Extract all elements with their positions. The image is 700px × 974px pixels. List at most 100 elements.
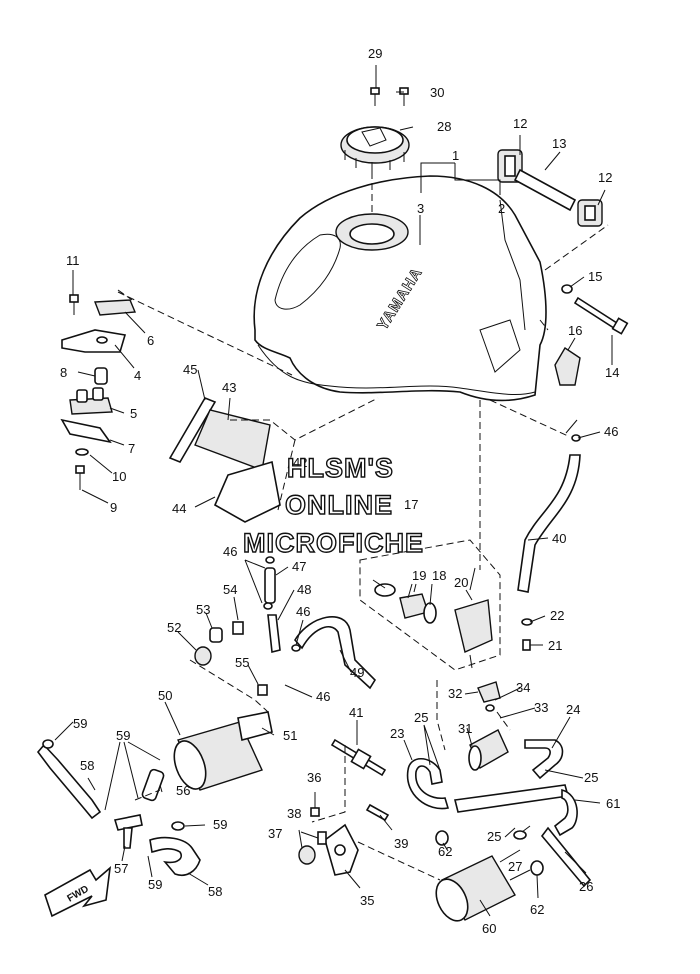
clamp-62-right (530, 860, 544, 876)
callout-12-left: 12 (513, 116, 527, 131)
callout-43: 43 (222, 380, 236, 395)
callout-4: 4 (134, 368, 141, 383)
callout-16: 16 (568, 323, 582, 338)
hose-26 (540, 826, 592, 888)
callout-51: 51 (283, 728, 297, 743)
callout-30: 30 (430, 85, 444, 100)
damper-5 (69, 387, 113, 415)
callout-46-mid: 46 (296, 604, 310, 619)
callout-24: 24 (566, 702, 580, 717)
watermark-line-2: ONLINE (285, 490, 393, 520)
callout-14: 14 (605, 365, 619, 380)
hose-49 (291, 616, 377, 690)
callout-27: 27 (508, 859, 522, 874)
callout-41: 41 (349, 705, 363, 720)
side-cover-43 (194, 409, 271, 471)
callout-52: 52 (167, 620, 181, 635)
callout-55: 55 (235, 655, 249, 670)
callout-19: 19 (412, 568, 426, 583)
hose-23 (406, 757, 450, 810)
collar-8 (94, 367, 108, 385)
callout-23: 23 (390, 726, 404, 741)
callout-22: 22 (550, 608, 564, 623)
clamp-62-left (435, 830, 449, 846)
forward-arrow-icon: FWD (44, 866, 112, 918)
callout-8: 8 (60, 365, 67, 380)
hose-61 (454, 784, 578, 837)
callout-31: 31 (458, 721, 472, 736)
bolt-41 (330, 738, 387, 777)
watermark-line-3: MICROFICHE (243, 528, 424, 558)
callout-46-upper: 46 (223, 544, 237, 559)
callout-40: 40 (552, 531, 566, 546)
clamp-27 (513, 830, 527, 840)
damper-12-left (497, 149, 523, 183)
bolt-39 (365, 803, 390, 822)
callout-10: 10 (112, 469, 126, 484)
callout-39: 39 (394, 836, 408, 851)
callout-34: 34 (516, 680, 530, 695)
filter-31 (468, 729, 509, 771)
damper-52 (194, 646, 212, 666)
callout-58-bottom: 58 (208, 884, 222, 899)
watermark: HLSM'S ONLINE MICROFICHE (242, 452, 424, 558)
callout-6: 6 (147, 333, 154, 348)
side-cover-45 (168, 397, 217, 463)
bracket-6 (94, 299, 137, 316)
bolt-36 (310, 807, 320, 817)
callout-11: 11 (66, 253, 80, 268)
bolt-11 (69, 294, 79, 315)
fuel-tank: YAMAHA (253, 175, 547, 402)
bracket-4 (61, 329, 127, 353)
callout-59-left: 59 (73, 716, 87, 731)
callout-17: 17 (404, 497, 418, 512)
callout-35: 35 (360, 893, 374, 908)
collar-13 (513, 168, 577, 212)
hose-24 (524, 739, 564, 780)
hose-47-48 (263, 556, 281, 653)
callout-37: 37 (268, 826, 282, 841)
callout-32: 32 (448, 686, 462, 701)
callout-28: 28 (437, 119, 451, 134)
hose-56 (141, 768, 165, 802)
callout-15: 15 (588, 269, 602, 284)
callout-25-top: 25 (414, 710, 428, 725)
callout-labels: 1 2 3 4 5 6 7 8 9 10 11 12 12 13 14 15 1… (60, 46, 620, 936)
hose-58-bottom (149, 821, 201, 876)
bracket-16 (554, 347, 581, 386)
callout-33: 33 (534, 700, 548, 715)
callout-57: 57 (114, 861, 128, 876)
callout-25-right: 25 (584, 770, 598, 785)
callout-54: 54 (223, 582, 237, 597)
fuel-cock-assembly (359, 539, 533, 671)
side-cover-44 (213, 460, 281, 523)
washer-15 (561, 284, 573, 294)
callout-60: 60 (482, 921, 496, 936)
collar-38 (317, 831, 327, 845)
callout-48: 48 (297, 582, 311, 597)
callout-42: 42 (293, 455, 307, 470)
callout-53: 53 (196, 602, 210, 617)
callout-47: 47 (292, 559, 306, 574)
hose-40 (517, 434, 581, 593)
bolt-9 (75, 465, 85, 490)
callout-7: 7 (128, 441, 135, 456)
callout-36: 36 (307, 770, 321, 785)
callout-1: 1 (452, 148, 459, 163)
fuel-cap (340, 126, 410, 215)
callout-56: 56 (176, 783, 190, 798)
callout-12-right: 12 (598, 170, 612, 185)
damper-12-right (577, 199, 603, 227)
canister-50 (173, 711, 273, 791)
callout-38: 38 (287, 806, 301, 821)
callout-46-right: 46 (604, 424, 618, 439)
fuel-pump-60 (435, 849, 531, 922)
plate-7 (60, 418, 112, 444)
callout-21: 21 (548, 638, 562, 653)
callout-59-bottom: 59 (148, 877, 162, 892)
callout-46-lower: 46 (316, 689, 330, 704)
callout-50: 50 (158, 688, 172, 703)
hose-58-left (36, 739, 102, 820)
screw-34 (485, 704, 495, 712)
